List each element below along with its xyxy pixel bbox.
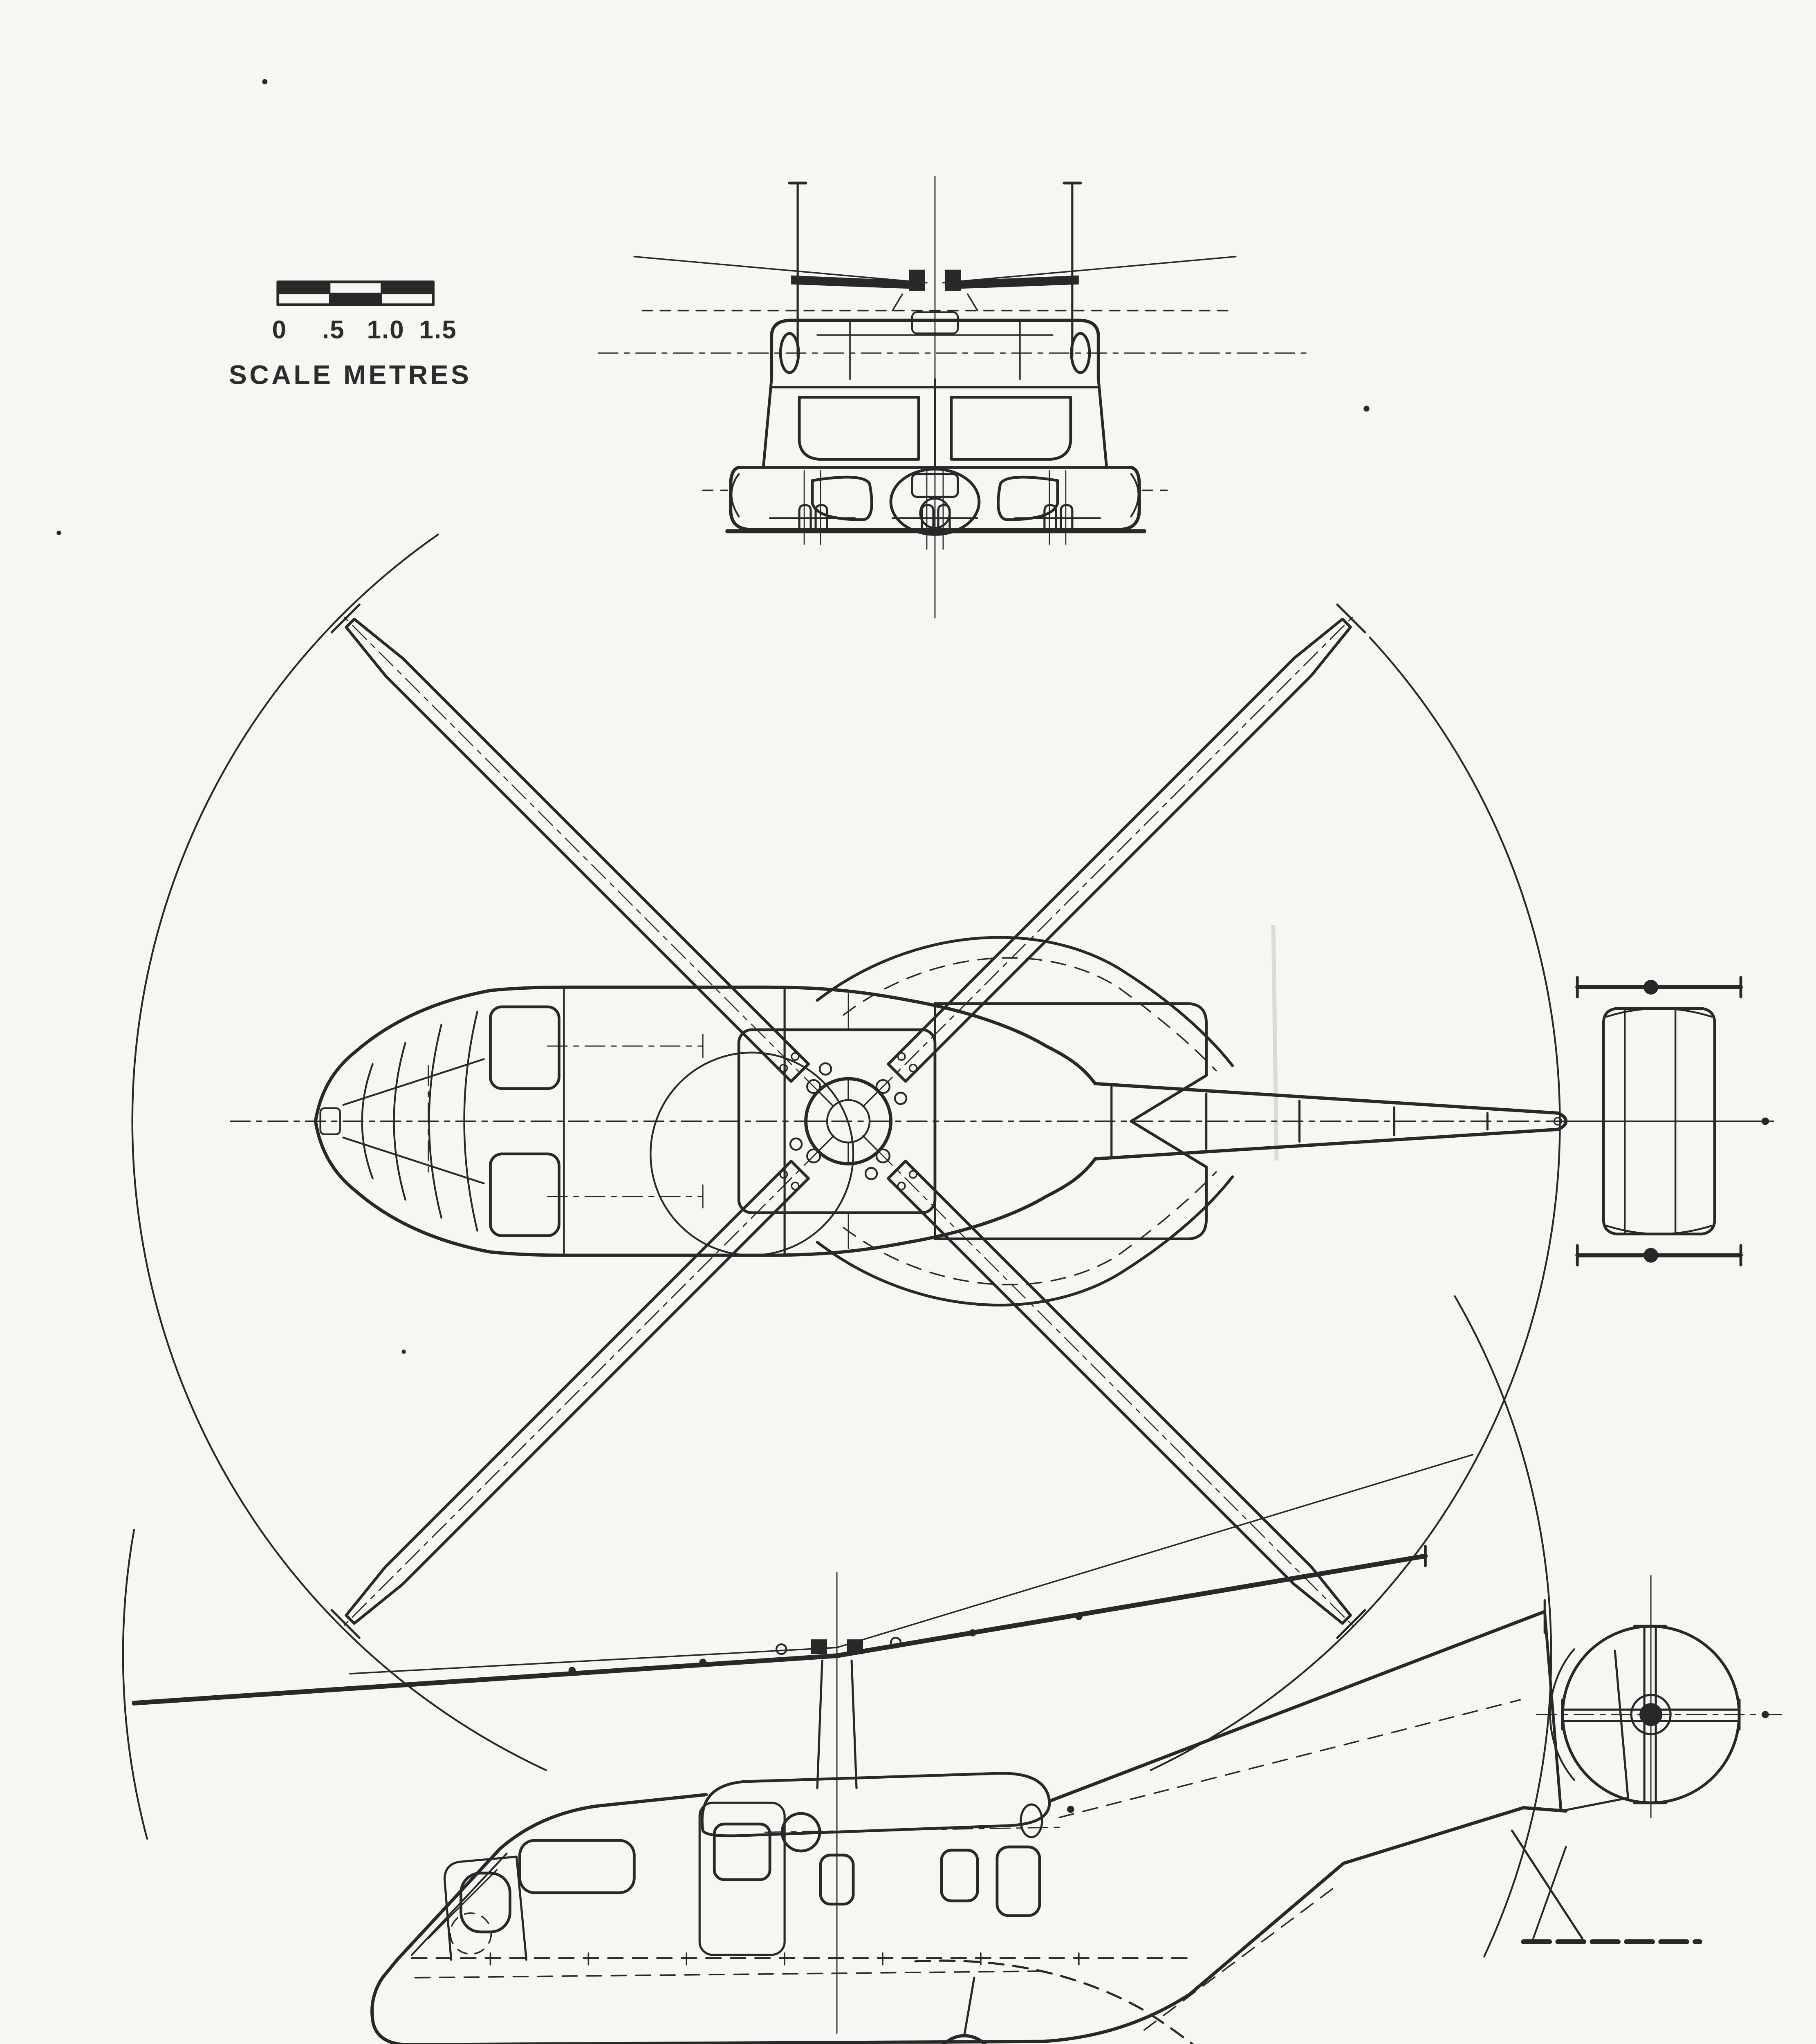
front-window-right <box>997 475 1059 521</box>
plan-sponsons <box>816 936 1234 1307</box>
scale-bar: 0 .5 1.0 1.5 SCALE METRES <box>229 280 472 390</box>
side-tail-rotor <box>1536 1575 1786 1818</box>
scale-tick-05: .5 <box>322 316 345 344</box>
side-cabin-window-3 <box>995 1845 1041 1917</box>
scan-specks <box>56 79 1370 1354</box>
side-cockpit-door <box>443 1856 528 1961</box>
scale-tick-15: 1.5 <box>419 316 457 344</box>
plan-fuselage <box>314 985 1568 1257</box>
front-windshield-left <box>798 396 920 461</box>
side-sponson-outline <box>914 1959 1194 2044</box>
front-view <box>597 176 1308 619</box>
front-main-rotor <box>633 256 1237 312</box>
plan-rotor-pylon-fairing <box>650 1051 854 1256</box>
scale-bar-graphic <box>276 280 435 307</box>
plan-tail-rotor <box>1552 976 1774 1266</box>
scale-caption: SCALE METRES <box>229 360 472 390</box>
side-engine-cowling <box>700 1772 1051 1838</box>
side-rotor-arc-left <box>122 1529 148 1840</box>
side-cabin-window-1 <box>819 1853 855 1906</box>
front-blade-tip-masts <box>788 182 1082 358</box>
main-rotor-disc-arc-left <box>131 533 547 1771</box>
side-exhaust <box>1020 1803 1043 1838</box>
side-main-rotor <box>132 1454 1474 2034</box>
front-cabin <box>737 378 1133 469</box>
side-rotor-arc-right <box>1454 1295 1552 1958</box>
side-cockpit-window <box>518 1839 636 1894</box>
side-landing-gear <box>942 1977 987 2044</box>
side-cabin-window-2 <box>940 1849 979 1903</box>
side-door-window <box>713 1822 771 1881</box>
scale-tick-0: 0 <box>272 316 287 344</box>
gear-nose <box>891 470 979 550</box>
plan-main-rotor-blades <box>330 603 1366 1639</box>
side-view <box>122 1295 1786 2044</box>
plan-cockpit-glazing <box>319 1005 560 1237</box>
side-fuselage <box>370 1599 1702 2044</box>
front-windshield-right <box>950 396 1072 461</box>
main-rotor-blade <box>330 1148 821 1639</box>
main-rotor-blade <box>875 603 1366 1094</box>
gear-right-main <box>1014 470 1101 545</box>
front-landing-gear <box>725 470 1146 550</box>
main-rotor-blade <box>875 1148 1366 1639</box>
side-fin-trailing-edge <box>1560 1650 1629 1812</box>
side-sliding-door <box>698 1802 786 1956</box>
side-boom-top <box>1047 1610 1547 1803</box>
side-tail-bumper-strut <box>1511 1829 1583 1940</box>
main-rotor-disc-arc-right <box>1150 637 1561 1771</box>
side-fin-leading-edge <box>1543 1610 1563 1813</box>
front-window-left <box>811 475 873 521</box>
main-rotor-blade <box>330 603 821 1094</box>
plan-main-rotor-hub <box>789 993 908 1250</box>
plan-view <box>131 533 1774 1771</box>
side-hull-bottom <box>370 1806 1568 2044</box>
scale-tick-10: 1.0 <box>367 316 405 344</box>
